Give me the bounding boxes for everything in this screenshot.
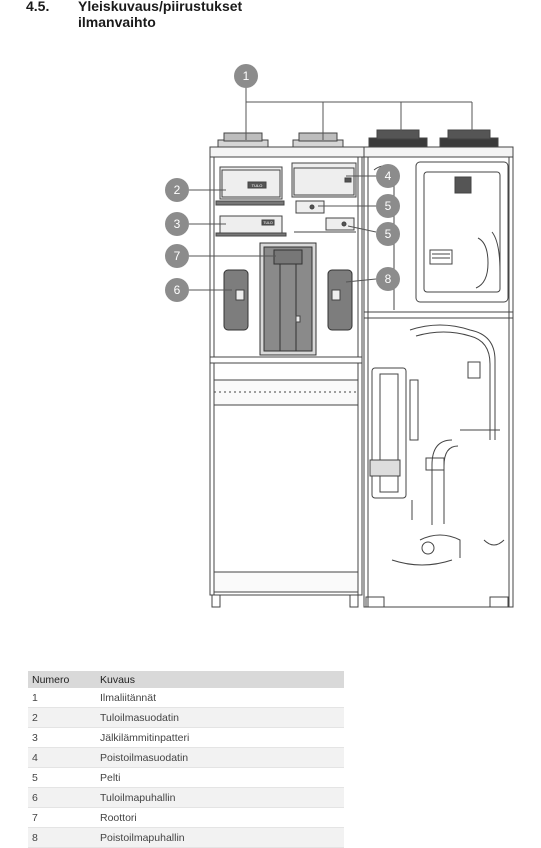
dampers	[294, 200, 356, 233]
supply-air-fan	[223, 269, 249, 331]
legend-row: 3 Jälkilämmitinpatteri	[28, 727, 344, 748]
ventilation-unit-drawing: TULO TULO	[165, 64, 514, 608]
heater-tag-text: TULO	[263, 221, 273, 225]
svg-text:6: 6	[174, 283, 181, 297]
legend-number: 1	[28, 688, 96, 708]
callout-7: 7	[165, 244, 189, 268]
section-number: 4.5.	[26, 0, 50, 14]
legend-row: 4 Poistoilmasuodatin	[28, 747, 344, 768]
callout-5a: 5	[376, 194, 400, 218]
svg-text:1: 1	[243, 69, 250, 83]
callout-8: 8	[376, 267, 400, 291]
legend-row: 1 Ilmaliitännät	[28, 688, 344, 708]
legend-number: 6	[28, 787, 96, 808]
legend-row: 7 Roottori	[28, 807, 344, 828]
legend-description: Ilmaliitännät	[96, 688, 344, 708]
callout-4: 4	[376, 164, 400, 188]
extract-air-fan	[327, 269, 353, 331]
callout-3: 3	[165, 212, 189, 236]
legend-header-row: Numero Kuvaus	[28, 671, 344, 688]
legend-row: 2 Tuloilmasuodatin	[28, 707, 344, 728]
legend-number: 4	[28, 747, 96, 768]
legend-description: Roottori	[96, 807, 344, 828]
legend-header-number: Numero	[28, 671, 96, 688]
post-heater-coil: TULO	[215, 215, 287, 237]
svg-text:5: 5	[385, 199, 392, 213]
legend-table: Numero Kuvaus 1 Ilmaliitännät 2 Tuloilma…	[28, 671, 344, 848]
legend-row: 5 Pelti	[28, 767, 344, 788]
legend-number: 5	[28, 767, 96, 788]
legend-row: 6 Tuloilmapuhallin	[28, 787, 344, 808]
svg-text:4: 4	[385, 169, 392, 183]
legend-header-description: Kuvaus	[96, 671, 344, 688]
legend-description: Tuloilmasuodatin	[96, 707, 344, 728]
callout-1: 1	[234, 64, 258, 88]
rotor	[259, 242, 317, 356]
leader-lines	[189, 80, 473, 291]
svg-text:8: 8	[385, 272, 392, 286]
extract-air-filter	[291, 162, 357, 198]
legend-description: Pelti	[96, 767, 344, 788]
supply-air-filter: TULO	[219, 166, 283, 200]
section-title-line2: ilmanvaihto	[78, 14, 156, 30]
callout-markers: 1 2 3 4 5 5 7 6	[165, 64, 400, 302]
legend-description: Jälkilämmitinpatteri	[96, 727, 344, 748]
svg-text:3: 3	[174, 217, 181, 231]
legend-number: 7	[28, 807, 96, 828]
svg-text:7: 7	[174, 249, 181, 263]
legend-number: 2	[28, 707, 96, 728]
legend-description: Poistoilmasuodatin	[96, 747, 344, 768]
callout-5b: 5	[376, 222, 400, 246]
legend-row: 8 Poistoilmapuhallin	[28, 827, 344, 848]
legend-number: 8	[28, 827, 96, 848]
legend-description: Tuloilmapuhallin	[96, 787, 344, 808]
section-title-line1: Yleiskuvaus/piirustukset	[78, 0, 243, 14]
svg-text:2: 2	[174, 183, 181, 197]
legend-description: Poistoilmapuhallin	[96, 827, 344, 848]
callout-6: 6	[165, 278, 189, 302]
air-connections	[217, 129, 499, 149]
callout-2: 2	[165, 178, 189, 202]
svg-text:5: 5	[385, 227, 392, 241]
filter-tag-text: TULO	[252, 183, 263, 188]
legend-number: 3	[28, 727, 96, 748]
